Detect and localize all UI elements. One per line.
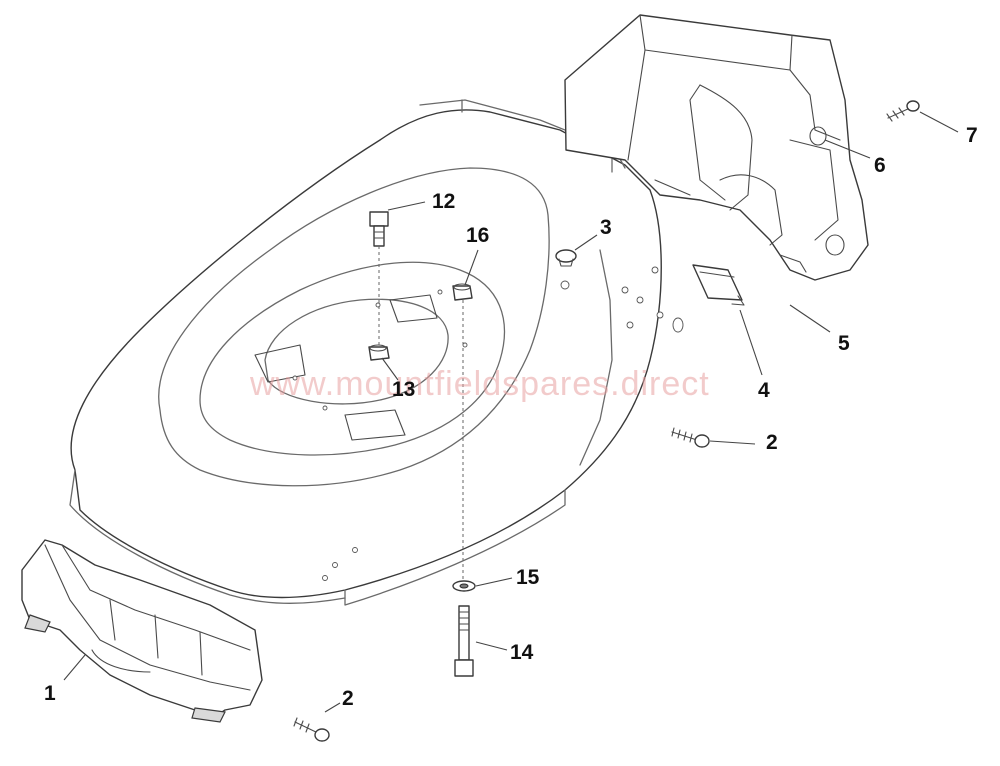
callout-3: 3 xyxy=(600,216,612,239)
front-guard xyxy=(21,539,263,723)
screw-2-lower xyxy=(293,717,330,742)
bolt-12 xyxy=(369,211,389,247)
callout-14: 14 xyxy=(510,641,534,664)
callout-labels: 1 2 2 3 4 5 6 7 12 13 14 15 16 xyxy=(44,124,978,710)
callout-6: 6 xyxy=(874,154,886,177)
callout-1: 1 xyxy=(44,682,56,705)
washer-15 xyxy=(452,580,476,592)
screw-7 xyxy=(886,100,920,122)
rear-chute-flap xyxy=(564,14,869,281)
callout-2-upper: 2 xyxy=(766,431,778,454)
bolt-14 xyxy=(454,605,474,677)
leader-lines xyxy=(63,111,959,713)
callout-2-lower: 2 xyxy=(342,687,354,710)
callout-12: 12 xyxy=(432,190,455,213)
callout-4: 4 xyxy=(758,379,770,402)
nut-13 xyxy=(368,344,390,361)
nut-16 xyxy=(452,283,473,301)
chute-clip xyxy=(692,264,745,306)
callout-16: 16 xyxy=(466,224,489,247)
callout-7: 7 xyxy=(966,124,978,147)
plug-3 xyxy=(555,249,577,267)
mower-deck xyxy=(69,99,684,606)
watermark: www.mountfieldspares.direct xyxy=(249,365,710,403)
callout-13: 13 xyxy=(392,378,415,401)
screw-2-upper xyxy=(671,427,710,448)
assembly-axes xyxy=(378,246,464,580)
callout-5: 5 xyxy=(838,332,850,355)
callout-15: 15 xyxy=(516,566,540,589)
